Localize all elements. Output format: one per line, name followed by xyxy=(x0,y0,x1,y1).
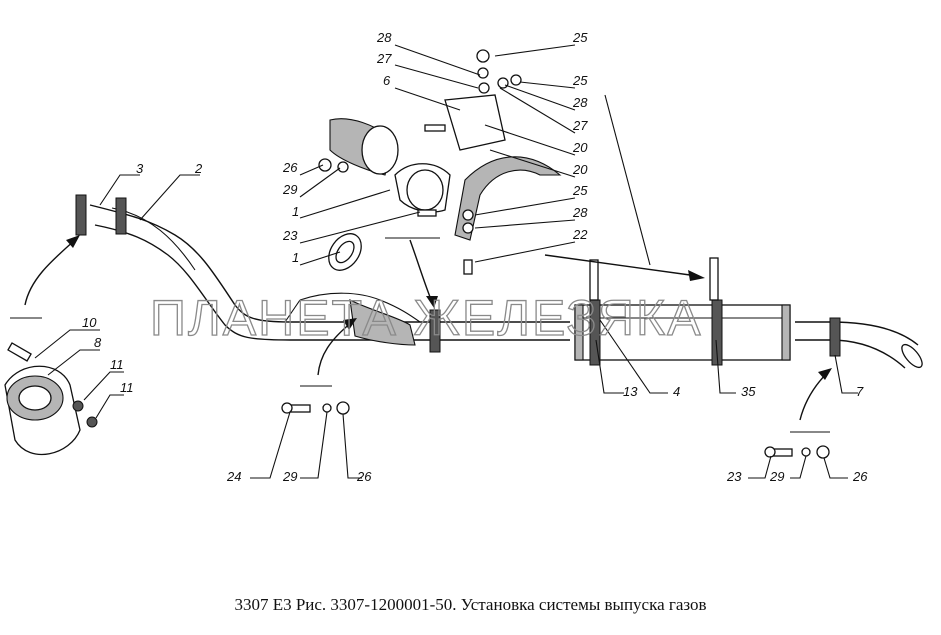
label-part-2: 2 xyxy=(194,161,203,176)
label-part-26-upper: 26 xyxy=(282,160,298,175)
label-part-8: 8 xyxy=(94,335,102,350)
label-part-28-lower: 28 xyxy=(572,205,588,220)
label-part-3: 3 xyxy=(136,161,144,176)
bracket-assembly xyxy=(318,49,562,275)
label-part-11-lower: 11 xyxy=(120,380,134,395)
label-part-25-mid: 25 xyxy=(572,73,588,88)
label-part-4: 4 xyxy=(673,384,680,399)
label-part-23-right: 23 xyxy=(726,469,742,484)
label-part-29-center: 29 xyxy=(282,469,297,484)
leader-lines xyxy=(34,44,858,479)
manifold-flange-assembly xyxy=(4,342,98,456)
label-part-20-upper: 20 xyxy=(572,140,588,155)
label-part-22: 22 xyxy=(572,227,588,242)
fastener-group-center xyxy=(281,401,350,415)
label-part-35: 35 xyxy=(741,384,756,399)
label-part-29-upper: 29 xyxy=(282,182,297,197)
label-part-1-lower: 1 xyxy=(292,250,299,265)
label-part-28-right: 28 xyxy=(572,95,588,110)
label-part-23-upper: 23 xyxy=(282,228,298,243)
label-part-7: 7 xyxy=(856,384,864,399)
label-part-20-lower: 20 xyxy=(572,162,588,177)
label-part-25-lower: 25 xyxy=(572,183,588,198)
label-part-28-top: 28 xyxy=(376,30,392,45)
label-part-13: 13 xyxy=(623,384,638,399)
label-part-25-top: 25 xyxy=(572,30,588,45)
label-part-27-right: 27 xyxy=(572,118,588,133)
main-exhaust-pipe xyxy=(89,204,923,369)
part-labels: 3 2 10 8 11 11 28 27 6 25 25 28 27 20 20… xyxy=(82,30,868,484)
label-part-26-right: 26 xyxy=(852,469,868,484)
label-part-26-center: 26 xyxy=(356,469,372,484)
label-part-1-upper: 1 xyxy=(292,204,299,219)
muffler xyxy=(574,257,791,366)
label-part-29-right: 29 xyxy=(769,469,784,484)
label-part-24: 24 xyxy=(226,469,241,484)
fastener-group-right xyxy=(764,445,830,459)
label-part-11-upper: 11 xyxy=(110,357,124,372)
watermark: ПЛАНЕТА ЖЕЛЕЗЯКА xyxy=(150,290,702,346)
label-part-6: 6 xyxy=(383,73,391,88)
label-part-10: 10 xyxy=(82,315,97,330)
label-part-27-left: 27 xyxy=(376,51,392,66)
figure-caption: 3307 Е3 Рис. 3307-1200001-50. Установка … xyxy=(234,595,707,614)
detail-arrows xyxy=(10,94,832,433)
